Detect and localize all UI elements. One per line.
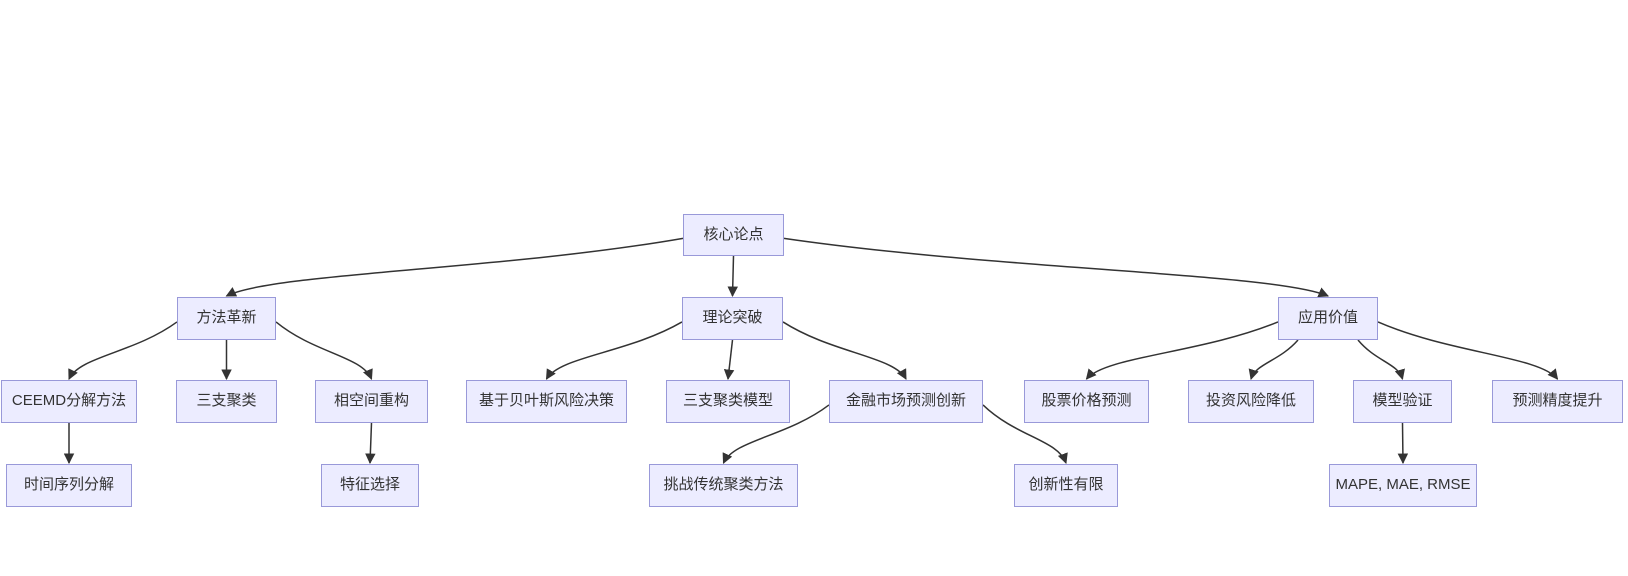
node-stock-price-prediction: 股票价格预测	[1024, 380, 1149, 423]
edge-theory-breakthrough-to-bayesian-risk-decision	[545, 321, 683, 380]
edge-method-innovation-to-ceemd-method	[68, 321, 178, 380]
edge-core-thesis-to-theory-breakthrough	[727, 255, 738, 298]
node-bayesian-risk-decision: 基于贝叶斯风险决策	[466, 380, 627, 423]
node-ceemd-method: CEEMD分解方法	[1, 380, 137, 423]
node-phase-space-reconstruction: 相空间重构	[315, 380, 428, 423]
node-theory-breakthrough: 理论突破	[682, 297, 783, 340]
edge-application-value-to-stock-price-prediction	[1085, 321, 1279, 380]
node-error-metrics: MAPE, MAE, RMSE	[1329, 464, 1477, 507]
node-forecast-accuracy-improvement: 预测精度提升	[1492, 380, 1623, 423]
edge-core-thesis-to-method-innovation	[225, 237, 684, 297]
node-feature-selection: 特征选择	[321, 464, 419, 507]
node-limited-novelty: 创新性有限	[1014, 464, 1118, 507]
edges-group	[63, 237, 1559, 465]
node-method-innovation: 方法革新	[177, 297, 276, 340]
edge-theory-breakthrough-to-financial-forecast-innovation	[782, 321, 907, 380]
node-investment-risk-reduction: 投资风险降低	[1188, 380, 1314, 423]
node-three-way-cluster-model: 三支聚类模型	[666, 380, 790, 423]
node-time-series-decomposition: 时间序列分解	[6, 464, 132, 507]
edge-phase-space-reconstruction-to-feature-selection	[365, 422, 376, 465]
node-application-value: 应用价值	[1278, 297, 1378, 340]
node-challenge-traditional-clustering: 挑战传统聚类方法	[649, 464, 798, 507]
edge-method-innovation-to-phase-space-reconstruction	[275, 321, 373, 380]
edge-application-value-to-investment-risk-reduction	[1248, 339, 1299, 381]
edge-core-thesis-to-application-value	[783, 237, 1329, 298]
edge-application-value-to-model-validation	[1357, 339, 1405, 381]
edge-application-value-to-forecast-accuracy-improvement	[1377, 321, 1559, 380]
edge-model-validation-to-error-metrics	[1397, 422, 1409, 465]
node-core-thesis: 核心论点	[683, 214, 784, 256]
edge-theory-breakthrough-to-three-way-cluster-model	[723, 339, 735, 381]
node-model-validation: 模型验证	[1353, 380, 1452, 423]
node-financial-forecast-innovation: 金融市场预测创新	[829, 380, 983, 423]
node-three-way-clustering: 三支聚类	[176, 380, 277, 423]
